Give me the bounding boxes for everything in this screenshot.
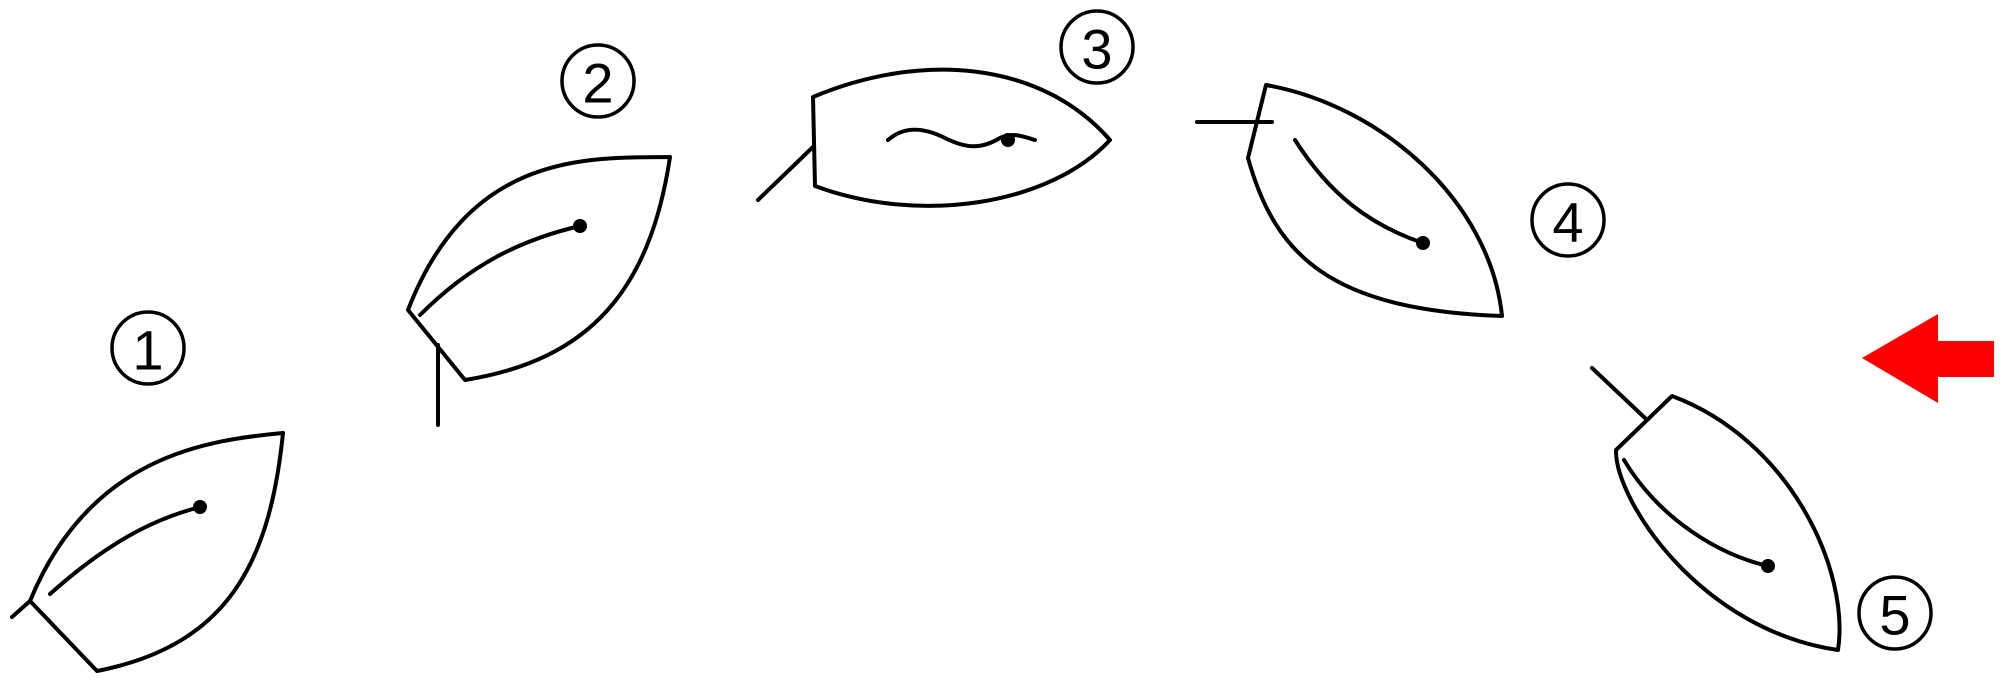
arrow-left-icon xyxy=(1862,314,1994,403)
boat-2-label: 2 xyxy=(582,52,613,115)
boat-1-clew xyxy=(193,500,207,514)
boat-4: 4 xyxy=(1197,85,1604,316)
boat-2: 2 xyxy=(408,45,670,425)
boat-3-hull xyxy=(813,70,1110,206)
boat-4-label: 4 xyxy=(1552,191,1583,254)
wind-arrow xyxy=(1862,314,1994,403)
boat-5-tiller xyxy=(1592,368,1645,418)
boat-1-tiller xyxy=(12,601,30,617)
boat-1-hull xyxy=(30,433,283,671)
boat-3-label: 3 xyxy=(1081,18,1112,81)
boat-1-boom xyxy=(50,507,200,594)
boat-3-number: 3 xyxy=(1061,11,1133,83)
boat-4-hull xyxy=(1248,85,1502,316)
boat-2-clew xyxy=(573,219,587,233)
boat-1-number: 1 xyxy=(112,312,184,384)
boat-3-tiller xyxy=(758,147,813,200)
boat-4-boom xyxy=(1295,140,1423,243)
boat-2-number: 2 xyxy=(562,45,634,117)
boat-5-number: 5 xyxy=(1859,577,1931,649)
boat-2-hull xyxy=(408,157,670,380)
boat-3-clew xyxy=(1001,133,1015,147)
boat-5-boom xyxy=(1624,460,1768,566)
boat-1-label: 1 xyxy=(132,319,163,382)
boat-5-clew xyxy=(1761,559,1775,573)
boat-4-number: 4 xyxy=(1532,184,1604,256)
boat-1: 1 xyxy=(12,312,283,671)
boat-3: 3 xyxy=(758,11,1133,206)
boat-4-clew xyxy=(1416,236,1430,250)
boat-5-hull xyxy=(1616,396,1840,650)
boat-5-label: 5 xyxy=(1879,584,1910,647)
boat-5: 5 xyxy=(1592,368,1931,650)
